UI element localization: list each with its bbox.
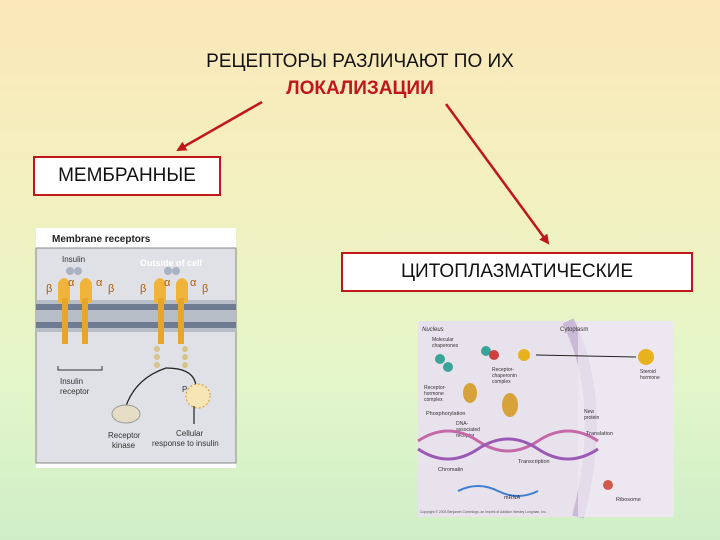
svg-text:α: α: [164, 277, 171, 289]
title-line-2: ЛОКАЛИЗАЦИИ: [286, 78, 434, 99]
membrane-receptors-figure: Membrane receptors Outside of cell Insul…: [35, 228, 237, 468]
svg-text:β: β: [46, 283, 52, 295]
membrane-fig-kinase-2: kinase: [112, 441, 136, 450]
response-burst: [185, 383, 211, 409]
cyto-fig-receptor-complex-3: complex: [492, 379, 511, 385]
arrow-to-membrane: [176, 100, 263, 152]
cyto-fig-dna-receptor-1: DNA-: [456, 421, 469, 427]
cyto-fig-chromatin: Chromatin: [438, 467, 463, 473]
membrane-fig-response-1: Cellular: [176, 429, 203, 438]
membrane-fig-receptor-label-1: Insulin: [60, 377, 83, 386]
receptor-bracket: [57, 366, 103, 371]
cyto-fig-receptor-complex-1: Receptor-: [492, 367, 514, 373]
title-line-1: РЕЦЕПТОРЫ РАЗЛИЧАЮТ ПО ИХ: [206, 51, 514, 72]
cyto-fig-chaperones-2: chaperones: [432, 343, 459, 349]
cyto-fig-dna-receptor-2: associated: [456, 427, 480, 433]
receptor-kinase-shape: [111, 404, 141, 424]
svg-text:α: α: [96, 277, 103, 289]
membrane-fig-heading: Membrane receptors: [52, 234, 151, 245]
cyto-fig-new-protein-1: New: [584, 409, 594, 415]
receptor-blob: [489, 350, 499, 360]
lipid-bilayer: [36, 300, 236, 332]
cyto-fig-new-protein-2: protein: [584, 415, 600, 421]
cyto-fig-copyright: Copyright © 2003 Benjamin Cummings, an i…: [420, 510, 547, 514]
membrane-fig-response-2: response to insulin: [152, 439, 219, 448]
cyto-fig-translation: Translation: [586, 431, 613, 437]
insulin-receptor-2: β α α β: [140, 277, 208, 368]
svg-text:α: α: [190, 277, 197, 289]
cytoplasmic-receptors-figure: Nucleus Cytoplasm Molecular chaperones S…: [417, 318, 674, 519]
membrane-fig-receptor-label-2: receptor: [60, 387, 90, 396]
chaperone-molecule: [481, 346, 491, 356]
chaperone-molecule: [443, 362, 453, 372]
cyto-fig-steroid-2: hormone: [640, 375, 660, 381]
cyto-fig-steroid-1: Steroid: [640, 369, 656, 375]
cyto-fig-receptor-hormone-1: Receptor-: [424, 385, 446, 391]
steroid-hormone-shape: [518, 349, 654, 365]
membrane-fig-outside: Outside of cell: [140, 258, 202, 268]
svg-text:β: β: [202, 283, 208, 295]
insulin-molecule: [172, 267, 180, 275]
cyto-fig-chaperones-1: Molecular: [432, 337, 454, 343]
svg-text:β: β: [140, 283, 146, 295]
insulin-molecule: [66, 267, 74, 275]
slide-title: РЕЦЕПТОРЫ РАЗЛИЧАЮТ ПО ИХ ЛОКАЛИЗАЦИИ: [120, 48, 600, 102]
cyto-fig-phosphorylation: Phosphorylation: [426, 411, 465, 417]
cytoplasmic-box: ЦИТОПЛАЗМАТИЧЕСКИЕ: [341, 252, 693, 292]
cyto-fig-receptor-hormone-3: complex: [424, 397, 443, 403]
cyto-fig-receptor-complex-2: chaperonin: [492, 373, 517, 379]
svg-text:β: β: [108, 283, 114, 295]
insulin-molecule: [74, 267, 82, 275]
cyto-fig-ribosome: Ribosome: [616, 497, 641, 503]
dna-helix: [417, 429, 599, 453]
cyto-fig-dna-receptor-3: receptor: [456, 433, 475, 439]
chaperone-molecule: [435, 354, 445, 364]
cyto-fig-nucleus: Nucleus: [422, 327, 444, 333]
cyto-fig-transcription: Transcription: [518, 459, 550, 465]
membrane-fig-insulin: Insulin: [62, 255, 85, 264]
receptor-hormone-shape: [463, 383, 477, 403]
insulin-molecule: [164, 267, 172, 275]
cyto-fig-mrna: mRNA: [504, 495, 521, 501]
receptor-hormone-shape-2: [502, 393, 518, 417]
arrow-to-cytoplasmic: [444, 103, 550, 245]
insulin-receptor-1: β α α β: [46, 277, 114, 344]
membrane-box: МЕМБРАННЫЕ: [33, 156, 221, 196]
cyto-fig-receptor-hormone-2: hormone: [424, 391, 444, 397]
mrna-strand: [457, 485, 539, 497]
svg-text:α: α: [68, 277, 75, 289]
signal-curve-arrow: [125, 367, 167, 407]
membrane-fig-kinase-1: Receptor: [108, 431, 141, 440]
ribosome-shape: [603, 480, 613, 490]
phospho-p: P: [182, 385, 187, 394]
cyto-fig-cytoplasm: Cytoplasm: [560, 327, 588, 333]
